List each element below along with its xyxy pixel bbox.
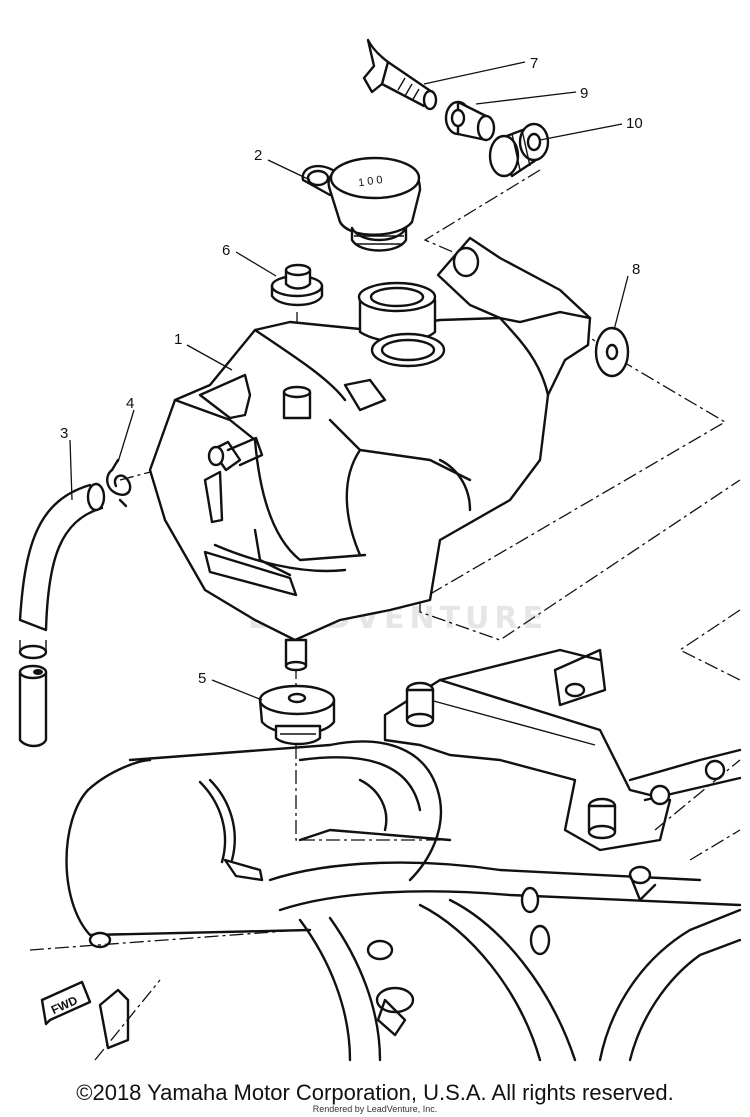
oil-tank [148,236,592,672]
oil-tank-cap: 1 0 0 [301,156,422,252]
callout-7: 7 [530,55,538,72]
grommet-lower [258,684,336,746]
cap-stamp: 1 0 0 [357,174,383,189]
callout-9: 9 [580,85,588,102]
damper [488,122,550,178]
washer [594,326,630,378]
callout-2: 2 [254,147,262,164]
collar [444,100,496,142]
oil-hose [18,482,106,748]
callout-4: 4 [126,395,134,412]
callout-3: 3 [60,425,68,442]
frame-assembly [65,648,742,1062]
fwd-arrow-icon: FWD [40,980,92,1026]
callout-6: 6 [222,242,230,259]
callout-1: 1 [174,331,182,348]
callout-5: 5 [198,670,206,687]
grommet-upper [270,263,324,307]
callout-8: 8 [632,261,640,278]
bolt [362,38,438,111]
copyright-notice: ©2018 Yamaha Motor Corporation, U.S.A. A… [76,1080,674,1105]
rendered-by-notice: Rendered by LeadVenture, Inc. [312,1104,438,1114]
callouts: 1 2 3 4 5 6 7 8 9 10 [60,55,643,701]
callout-10: 10 [626,115,643,132]
hose-clip [106,458,132,508]
